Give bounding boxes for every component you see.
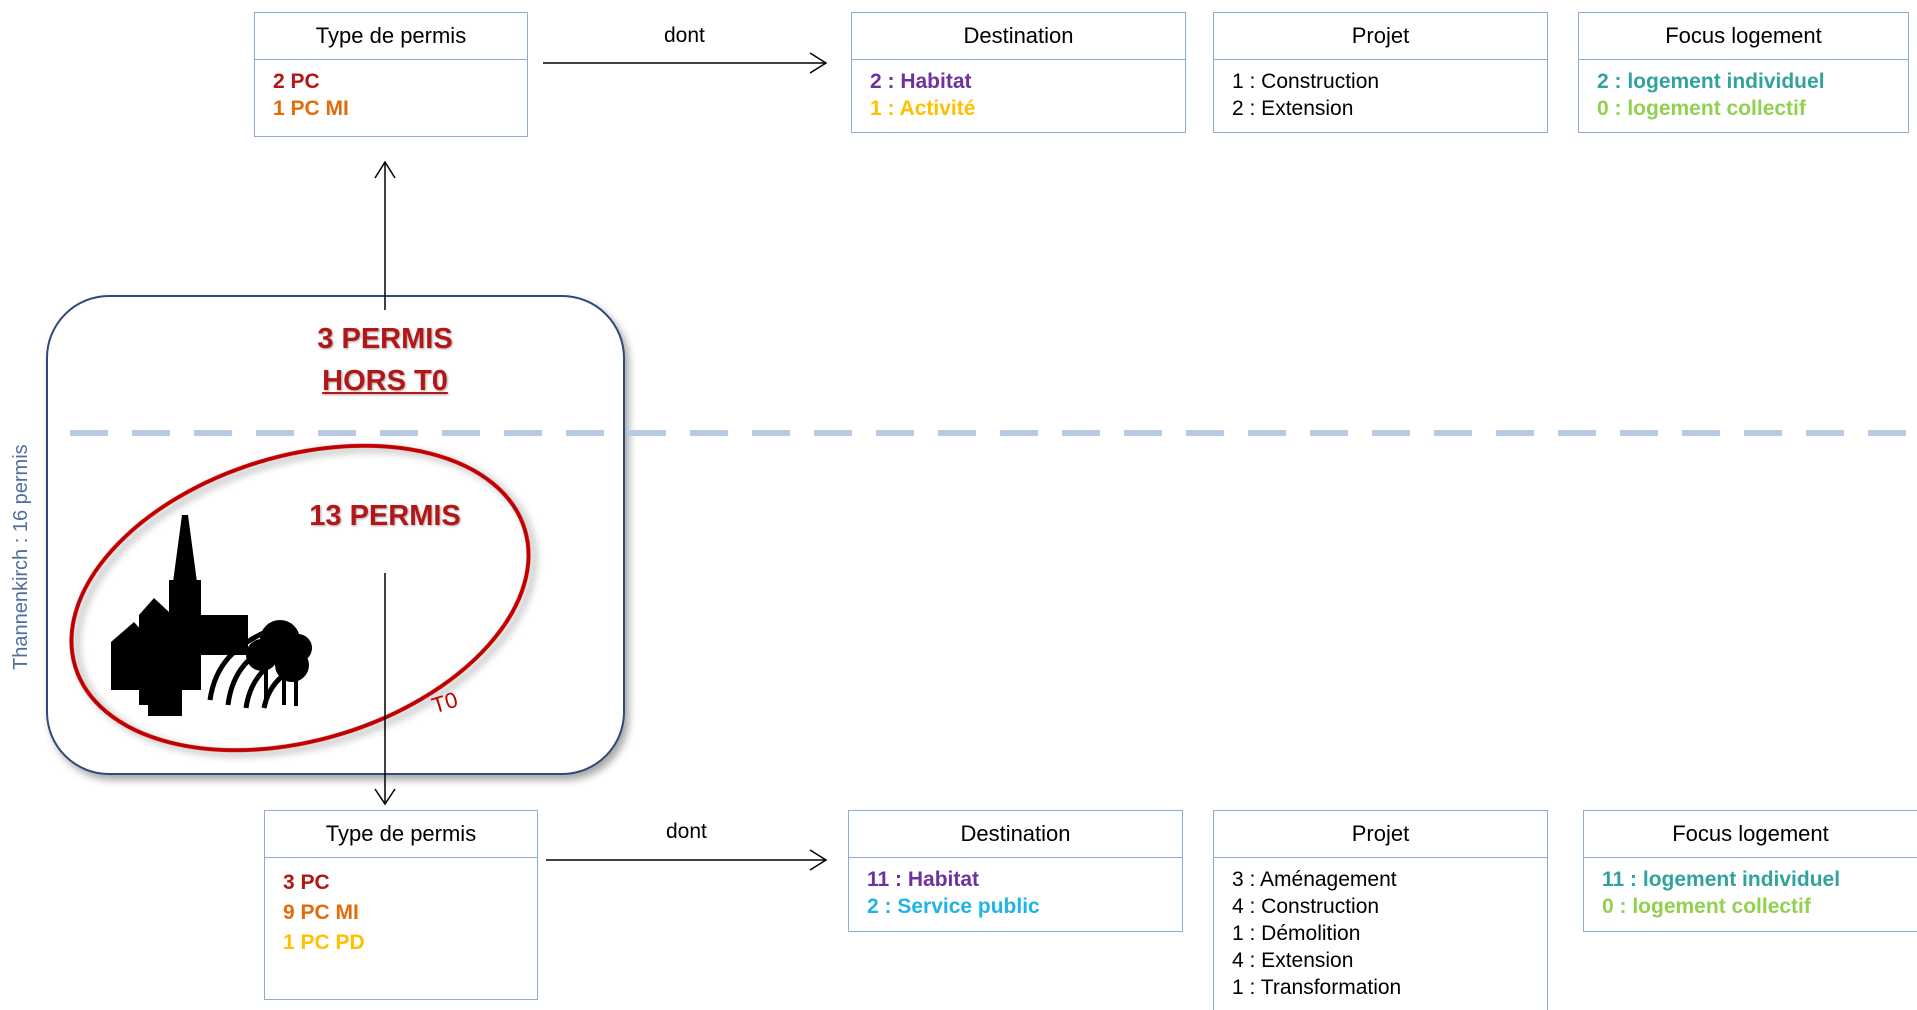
list-item: 2 : Habitat	[870, 70, 972, 93]
list-item: 0 : logement collectif	[1597, 97, 1806, 120]
list-item: 2 : Extension	[1232, 97, 1354, 120]
box-title: Destination	[852, 13, 1185, 60]
list-item: 1 : Démolition	[1232, 922, 1361, 945]
bottom-destination-box: Destination 11 : Habitat 2 : Service pub…	[848, 810, 1183, 932]
box-title: Focus logement	[1584, 811, 1917, 858]
list-item: 2 PC	[273, 70, 320, 93]
t0-zone-ellipse	[69, 443, 531, 753]
list-item: 2 : logement individuel	[1597, 70, 1825, 93]
box-title: Projet	[1214, 811, 1547, 858]
box-items: 1 : Construction 2 : Extension	[1214, 60, 1547, 122]
top-count-line1: 3 PERMIS	[317, 323, 453, 355]
list-item: 0 : logement collectif	[1602, 895, 1811, 918]
bottom-focus-box: Focus logement 11 : logement individuel …	[1583, 810, 1917, 932]
village-icon	[111, 515, 312, 716]
bottom-projet-box: Projet 3 : Aménagement 4 : Construction …	[1213, 810, 1548, 1010]
box-items: 2 PC 1 PC MI	[255, 60, 527, 122]
box-title: Focus logement	[1579, 13, 1908, 60]
list-item: 1 PC PD	[283, 931, 365, 954]
box-title: Type de permis	[255, 13, 527, 60]
list-item: 11 : logement individuel	[1602, 868, 1841, 891]
list-item: 1 : Construction	[1232, 70, 1380, 93]
list-item: 3 PC	[283, 871, 330, 894]
list-item: 3 : Aménagement	[1232, 868, 1397, 891]
box-title: Projet	[1214, 13, 1547, 60]
top-destination-box: Destination 2 : Habitat 1 : Activité	[851, 12, 1186, 133]
box-items: 3 : Aménagement 4 : Construction 1 : Dém…	[1214, 858, 1547, 1001]
list-item: 2 : Service public	[867, 895, 1040, 918]
top-focus-box: Focus logement 2 : logement individuel 0…	[1578, 12, 1909, 133]
top-count-label: 3 PERMIS HORS T0	[285, 318, 485, 402]
box-items: 3 PC 9 PC MI 1 PC PD	[265, 858, 537, 958]
list-item: 4 : Construction	[1232, 895, 1380, 918]
top-type-box: Type de permis 2 PC 1 PC MI	[254, 12, 528, 137]
box-title: Destination	[849, 811, 1182, 858]
top-projet-box: Projet 1 : Construction 2 : Extension	[1213, 12, 1548, 133]
box-items: 2 : logement individuel 0 : logement col…	[1579, 60, 1908, 122]
list-item: 1 : Transformation	[1232, 976, 1402, 999]
bottom-type-box: Type de permis 3 PC 9 PC MI 1 PC PD	[264, 810, 538, 1000]
bottom-count-label: 13 PERMIS	[309, 500, 461, 532]
bottom-dont-label: dont	[666, 820, 707, 843]
list-item: 11 : Habitat	[867, 868, 980, 891]
box-items: 11 : Habitat 2 : Service public	[849, 858, 1182, 920]
list-item: 4 : Extension	[1232, 949, 1354, 972]
box-title: Type de permis	[265, 811, 537, 858]
box-items: 2 : Habitat 1 : Activité	[852, 60, 1185, 122]
list-item: 1 PC MI	[273, 97, 349, 120]
list-item: 9 PC MI	[283, 901, 359, 924]
top-dont-label: dont	[664, 24, 705, 47]
list-item: 1 : Activité	[870, 97, 976, 120]
box-items: 11 : logement individuel 0 : logement co…	[1584, 858, 1917, 920]
top-count-line2: HORS T0	[322, 365, 448, 397]
